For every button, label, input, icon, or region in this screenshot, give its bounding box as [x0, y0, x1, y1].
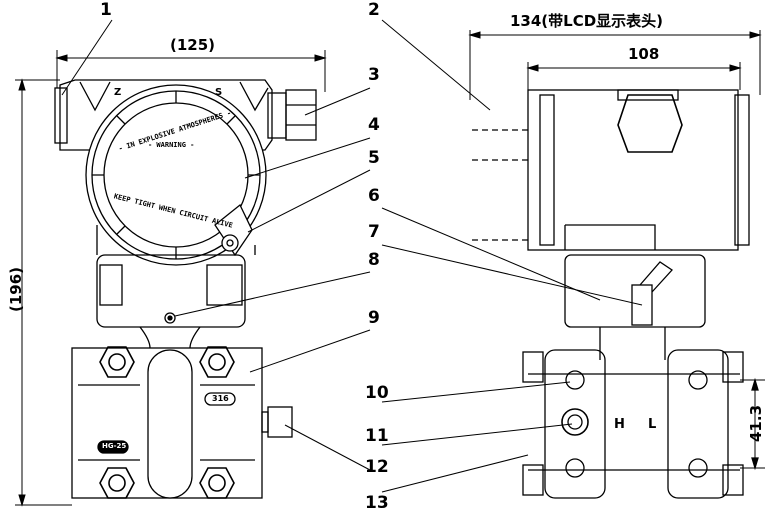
callout-8: 8: [368, 250, 380, 270]
side-dimensions: [468, 30, 762, 100]
cover-text-warning: - WARNING -: [148, 141, 195, 149]
callout-11: 11: [365, 426, 389, 446]
dim-height-left: (196): [7, 266, 26, 313]
callout-9: 9: [368, 308, 380, 328]
side-view: [470, 89, 765, 499]
flange-tag: HG-25: [102, 442, 127, 450]
dim-width-left: (125): [170, 36, 216, 54]
leader-lines: [61, 19, 643, 493]
high-side-label: H: [614, 417, 625, 432]
callout-3: 3: [368, 65, 380, 85]
span-label: S: [215, 87, 223, 98]
dim-width-lcd: 134(带LCD显示表头): [510, 12, 664, 30]
zero-label: Z: [114, 87, 122, 98]
callout-13: 13: [365, 493, 389, 513]
callout-1: 1: [100, 0, 112, 20]
front-view: [54, 79, 317, 499]
callout-12: 12: [365, 457, 389, 477]
callout-2: 2: [368, 0, 380, 20]
callout-4: 4: [368, 115, 380, 135]
callout-10: 10: [365, 383, 389, 403]
callout-5: 5: [368, 148, 380, 168]
front-dimensions: [15, 50, 327, 507]
callout-6: 6: [368, 186, 380, 206]
dim-flange-spacing: 41.3: [747, 404, 766, 443]
callout-7: 7: [368, 222, 380, 242]
material-tag: 316: [212, 394, 229, 403]
low-side-label: L: [648, 417, 657, 432]
dim-width-right: 108: [628, 45, 660, 63]
